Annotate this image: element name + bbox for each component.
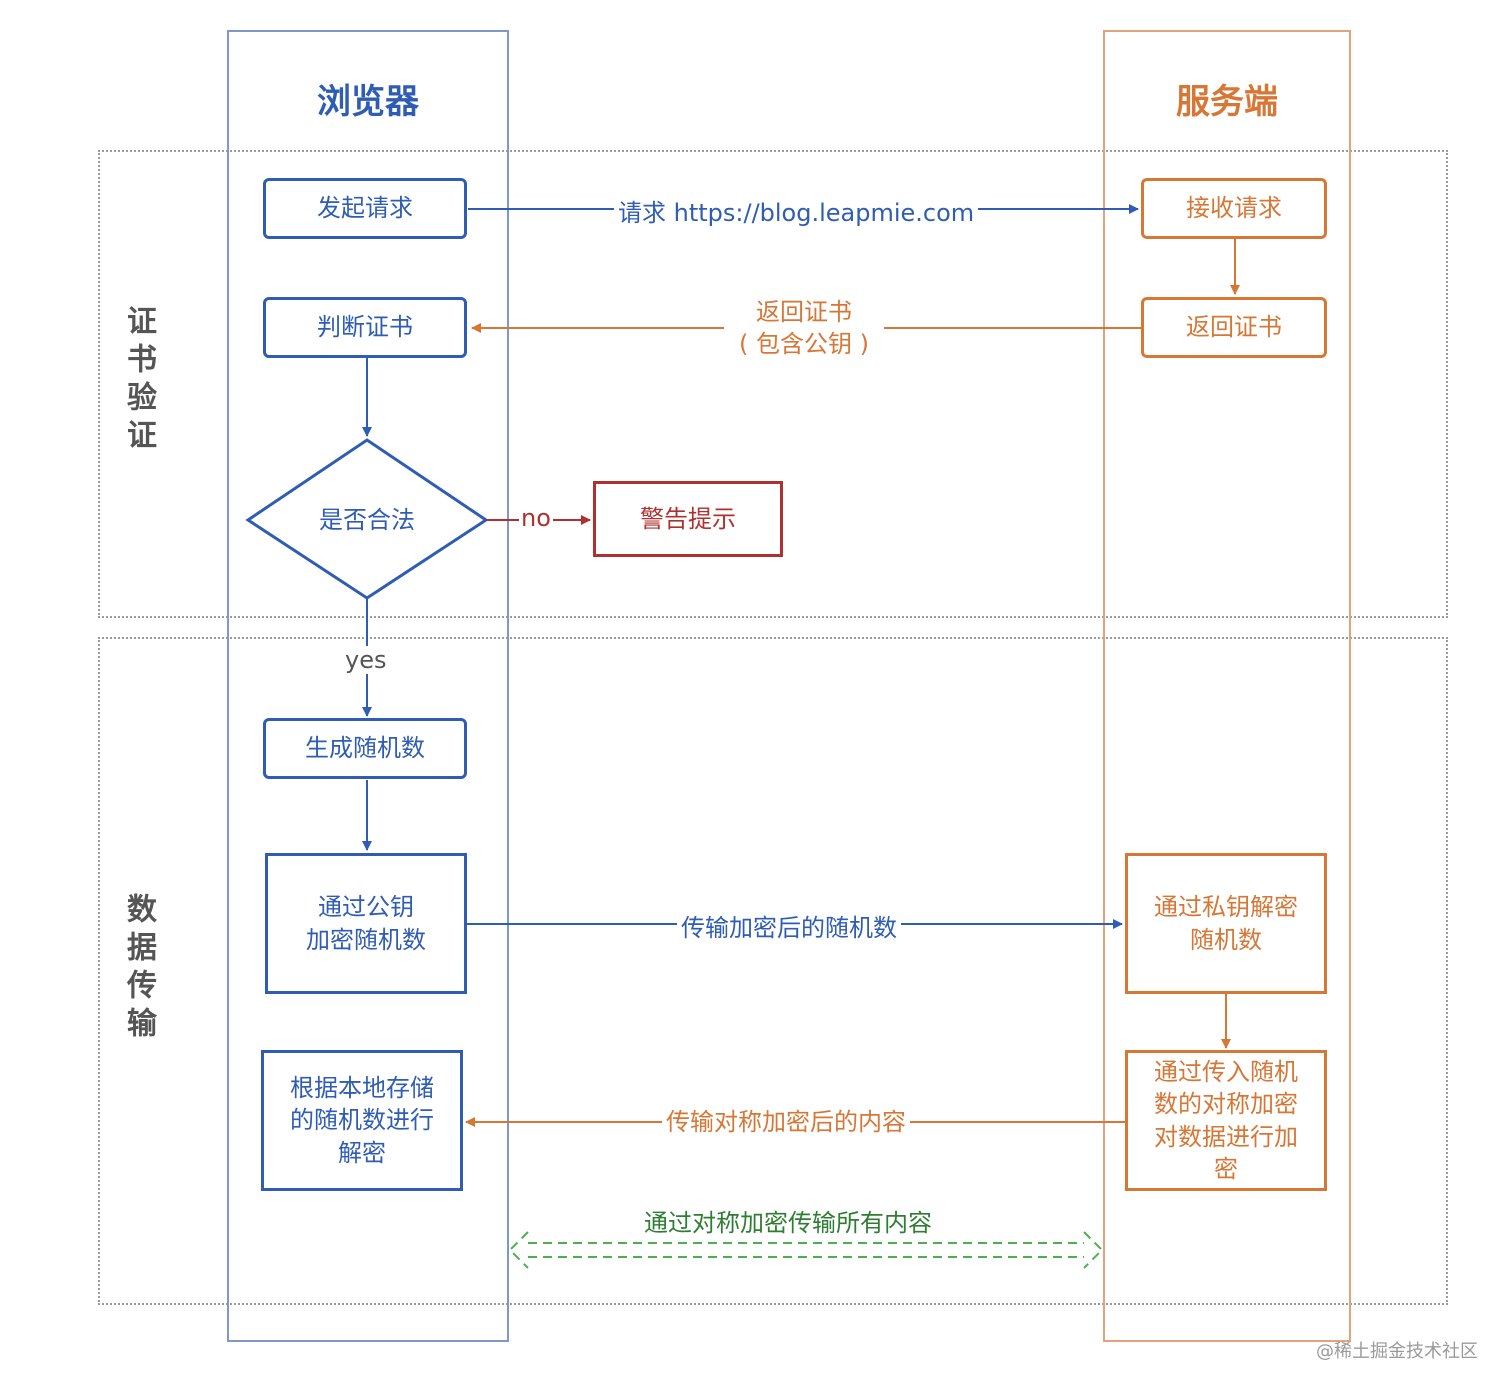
node-warning: 警告提示 [593, 481, 783, 557]
edge-all-symmetric [508, 1231, 1104, 1269]
edge-label-send-encrypted-random: 传输加密后的随机数 [677, 908, 901, 943]
node-client-decrypt-text: 根据本地存储 的随机数进行 解密 [290, 1073, 434, 1167]
node-receive-request: 接收请求 [1141, 178, 1327, 239]
node-decrypt-random-text: 通过私钥解密 随机数 [1154, 893, 1298, 954]
section-data-transfer [98, 637, 1448, 1305]
edge-label-yes: yes [341, 646, 391, 674]
watermark: @稀土掘金技术社区 [1316, 1341, 1478, 1362]
edge-label-all-symmetric: 通过对称加密传输所有内容 [644, 1209, 932, 1237]
node-is-valid: 是否合法 [319, 505, 415, 534]
node-gen-random: 生成随机数 [263, 718, 467, 779]
node-send-request: 发起请求 [263, 178, 467, 239]
section-cert-verification [98, 150, 1448, 618]
section-label-cert: 证书验证 [121, 305, 156, 457]
node-check-cert: 判断证书 [263, 297, 467, 358]
edge-label-request: 请求 https://blog.leapmie.com [614, 193, 979, 228]
edge-label-return-cert: 返回证书 ( 包含公钥 ) [724, 296, 884, 361]
node-encrypt-random-text: 通过公钥 加密随机数 [306, 893, 426, 954]
lane-title-server: 服务端 [1176, 82, 1278, 122]
node-encrypt-random: 通过公钥 加密随机数 [265, 853, 467, 994]
lane-title-browser: 浏览器 [317, 82, 419, 122]
node-decrypt-random: 通过私钥解密 随机数 [1125, 853, 1327, 994]
node-server-encrypt: 通过传入随机 数的对称加密 对数据进行加 密 [1125, 1050, 1327, 1191]
node-client-decrypt: 根据本地存储 的随机数进行 解密 [261, 1050, 463, 1191]
edge-label-no: no [519, 504, 553, 532]
lane-server [1103, 30, 1351, 1342]
edge-label-send-encrypted-content: 传输对称加密后的内容 [662, 1106, 910, 1139]
section-label-transfer: 数据传输 [121, 893, 156, 1045]
node-server-encrypt-text: 通过传入随机 数的对称加密 对数据进行加 密 [1154, 1057, 1298, 1183]
node-return-cert: 返回证书 [1141, 297, 1327, 358]
lane-browser [227, 30, 509, 1342]
